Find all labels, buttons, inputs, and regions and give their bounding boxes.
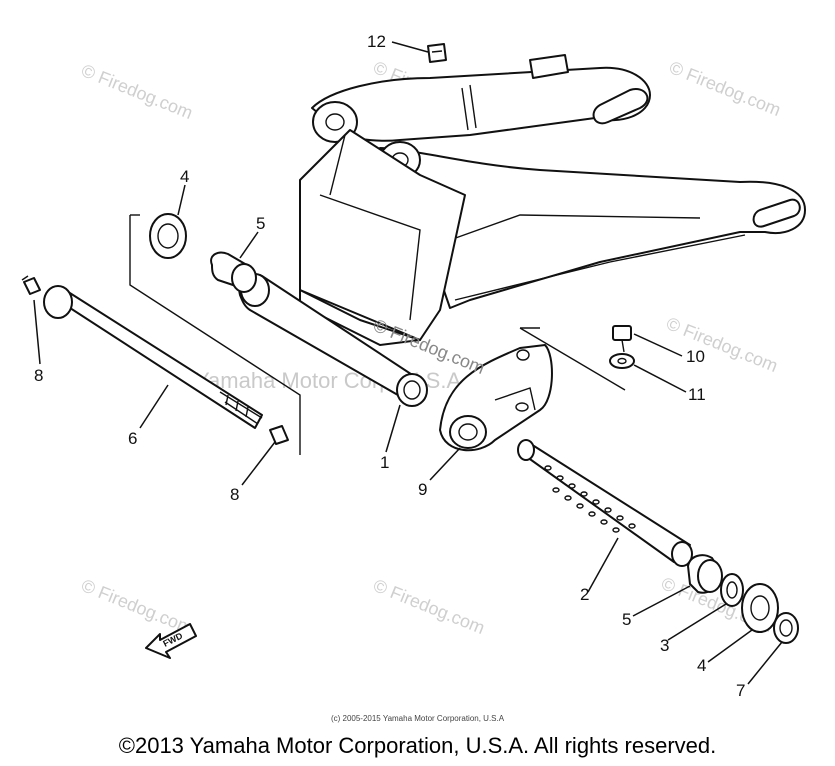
callout-4-lower: 4 [697, 656, 706, 675]
part-5-bushing-lower [687, 554, 723, 594]
footer-copyright: ©2013 Yamaha Motor Corporation, U.S.A. A… [118, 733, 717, 758]
part-5-bushing-upper [210, 251, 257, 293]
watermark-firedog-1: © Firedog.com [79, 60, 196, 123]
callout-7: 7 [736, 681, 745, 700]
assembly-guides [129, 214, 626, 455]
sleeve-holes [544, 465, 636, 533]
part-12-clip [427, 43, 447, 63]
callout-3: 3 [660, 636, 669, 655]
callout-8-right: 8 [230, 485, 239, 504]
callout-8-left: 8 [34, 366, 43, 385]
part-3-washer [720, 573, 744, 607]
part-2-sleeve [517, 439, 693, 567]
callout-10: 10 [686, 347, 705, 366]
callout-9: 9 [418, 480, 427, 499]
part-7-cap [773, 612, 799, 644]
part-9-arm-bracket [439, 344, 553, 452]
small-copyright: (c) 2005-2015 Yamaha Motor Corporation, … [330, 714, 505, 723]
watermark-firedog-6: © Firedog.com [371, 575, 488, 638]
callout-1: 1 [380, 453, 389, 472]
part-6-pivot-shaft [43, 285, 263, 429]
watermark-firedog-4: © Firedog.com [664, 313, 781, 376]
part-8-grease-nipple-right [269, 425, 289, 445]
part-1-pivot-tube [238, 273, 428, 407]
callout-5-upper: 5 [256, 214, 265, 233]
callout-2: 2 [580, 585, 589, 604]
callout-12: 12 [367, 32, 386, 51]
part-10-bolt [612, 325, 632, 353]
part-4-oil-seal-upper [149, 213, 187, 259]
part-11-washer [609, 353, 635, 369]
callout-11: 11 [688, 385, 706, 404]
watermark-firedog-5: © Firedog.com [79, 575, 196, 638]
part-4-oil-seal-lower [741, 583, 779, 633]
part-8-grease-nipple-left [21, 275, 41, 295]
watermark-firedog-3: © Firedog.com [667, 57, 784, 120]
callout-4-upper: 4 [180, 167, 189, 186]
callout-5-lower: 5 [622, 610, 631, 629]
callout-6: 6 [128, 429, 137, 448]
callout-numbers: 12 4 5 8 6 8 1 9 10 11 2 5 3 4 7 [34, 32, 745, 700]
swingarm-frame [299, 54, 806, 346]
leader-lines [33, 41, 783, 685]
